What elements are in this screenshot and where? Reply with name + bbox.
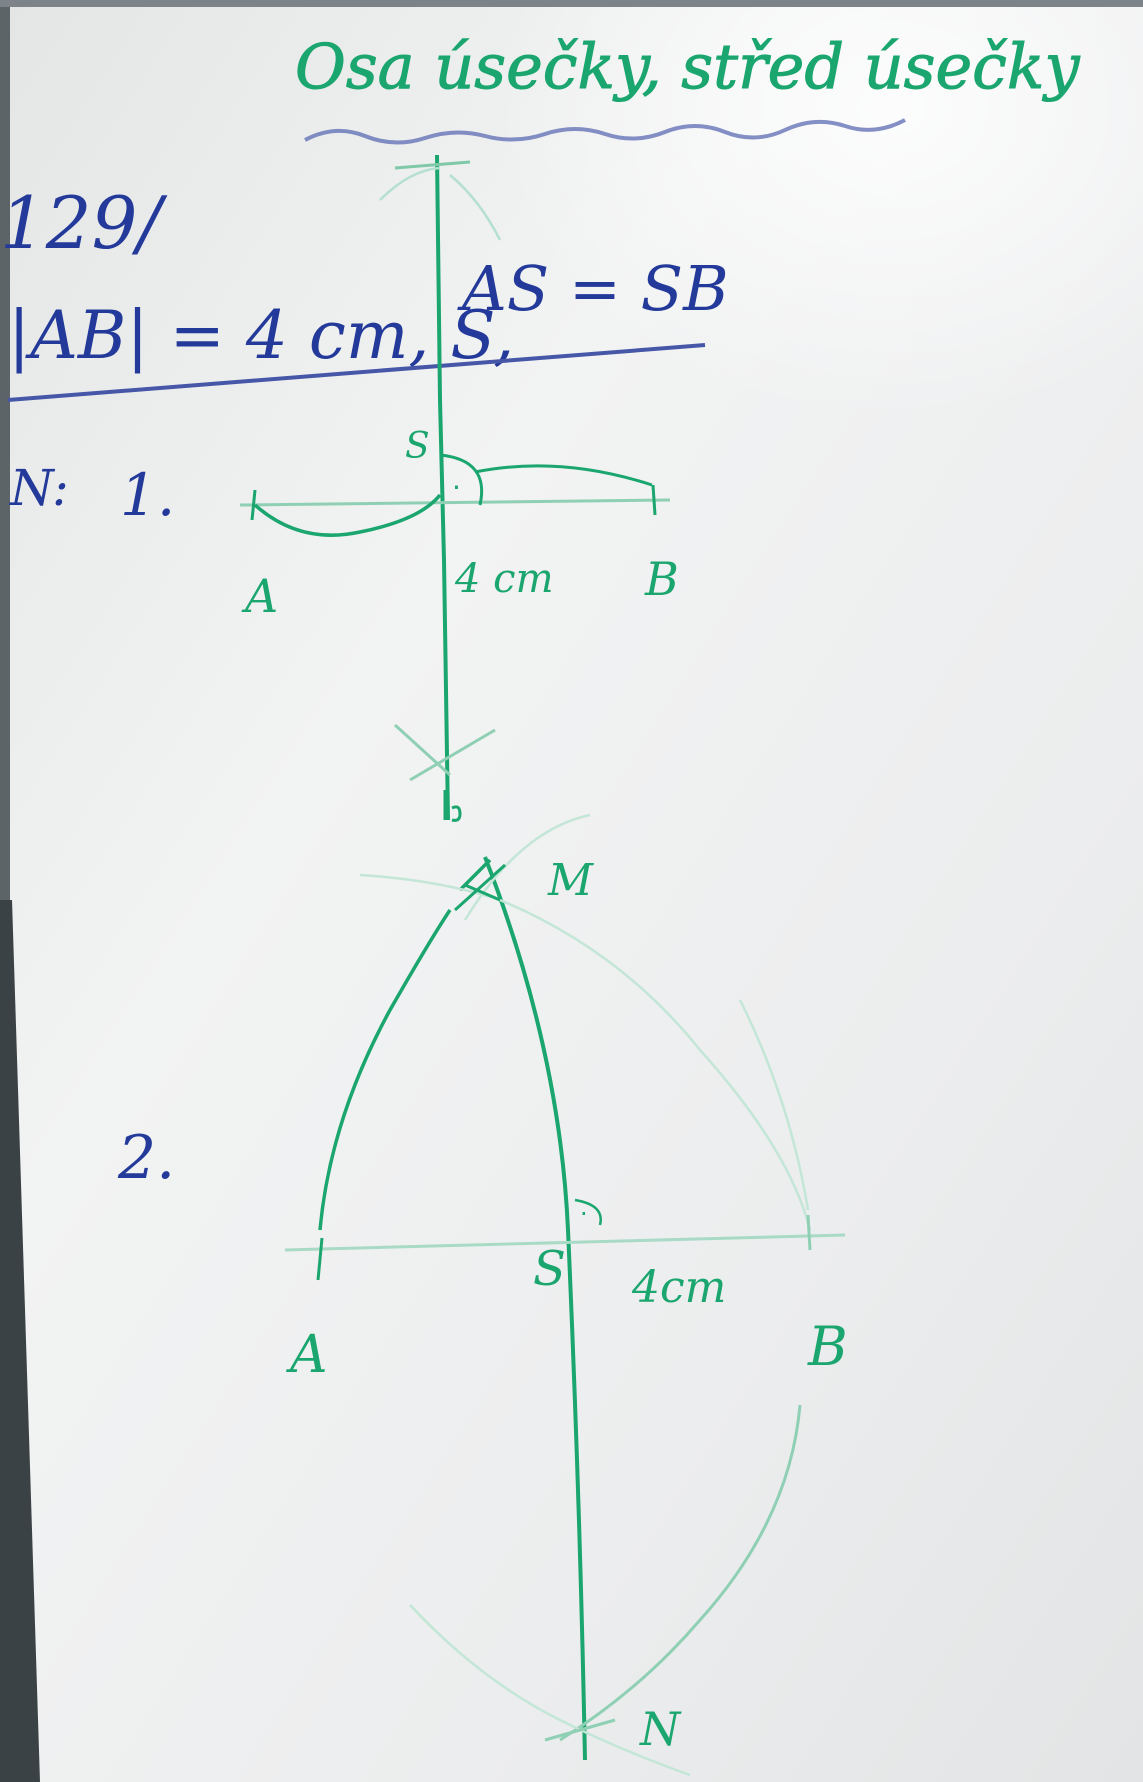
bisector-top-tick bbox=[394, 160, 471, 170]
steps-prefix: N: bbox=[9, 459, 69, 517]
label-s-2: S bbox=[533, 1241, 566, 1297]
length-label-1: 4 cm bbox=[454, 556, 554, 602]
construction-arc-top-right bbox=[449, 174, 502, 241]
label-b-2: B bbox=[807, 1315, 848, 1378]
right-angle-dot-2: · bbox=[580, 1200, 588, 1228]
arc-a-to-s bbox=[253, 493, 442, 537]
right-angle-dot-1: · bbox=[452, 471, 461, 504]
marker-small bbox=[443, 790, 462, 822]
arc-cross-1b bbox=[409, 728, 496, 782]
segment-ab-2 bbox=[284, 1233, 846, 1252]
tick-b-1 bbox=[651, 484, 657, 516]
board-frame-left-lower bbox=[0, 900, 40, 1782]
board-frame-left bbox=[0, 0, 10, 1782]
bisector-line-2 bbox=[483, 856, 587, 1761]
right-angle-mark-2 bbox=[574, 1198, 602, 1226]
arc-faint-left bbox=[463, 813, 591, 921]
construction-arc-top-left bbox=[379, 166, 441, 201]
title-wavy-underline bbox=[304, 118, 906, 145]
problem-statement-left: |AB| = 4 cm, S, bbox=[8, 297, 514, 374]
length-label-2: 4cm bbox=[631, 1262, 726, 1313]
tick-a-2 bbox=[316, 1237, 324, 1281]
arc-from-a-lower bbox=[409, 1604, 691, 1777]
tick-a-1 bbox=[250, 489, 257, 521]
step-2-label: 2. bbox=[117, 1123, 175, 1193]
label-a-1: A bbox=[241, 569, 278, 623]
label-a-2: A bbox=[286, 1325, 328, 1385]
arc-cross-m bbox=[453, 863, 507, 912]
page-title: Osa úsečky, střed úsečky bbox=[295, 30, 1080, 103]
board-glare bbox=[0, 0, 1143, 900]
label-b-1: B bbox=[644, 552, 679, 606]
arc-s-to-b bbox=[474, 464, 653, 487]
step-1-label: 1. bbox=[120, 461, 175, 529]
label-s-1: S bbox=[405, 426, 430, 467]
construction-2: · M S A B 4cm N bbox=[284, 813, 848, 1777]
arc-right-lower bbox=[738, 999, 810, 1211]
right-angle-mark-1 bbox=[439, 453, 484, 506]
segment-ab-1 bbox=[239, 498, 671, 507]
board-frame-top bbox=[0, 0, 1143, 7]
construction-1: · S A B 4 cm bbox=[239, 154, 679, 822]
problem-statement-right: AS = SB bbox=[457, 252, 729, 325]
arc-cross-1a bbox=[393, 723, 452, 777]
label-n: N bbox=[639, 1702, 682, 1756]
statement-divider bbox=[7, 343, 706, 402]
arc-cross-n bbox=[544, 1718, 616, 1742]
tick-b-2 bbox=[806, 1214, 812, 1251]
label-m: M bbox=[547, 855, 594, 906]
arc-from-b-lower bbox=[559, 1404, 802, 1742]
arc-from-a-through-m bbox=[318, 909, 452, 1231]
problem-number: 129/ bbox=[0, 181, 168, 265]
arc-from-a-faint bbox=[359, 873, 812, 1231]
bisector-line-1 bbox=[435, 154, 450, 821]
